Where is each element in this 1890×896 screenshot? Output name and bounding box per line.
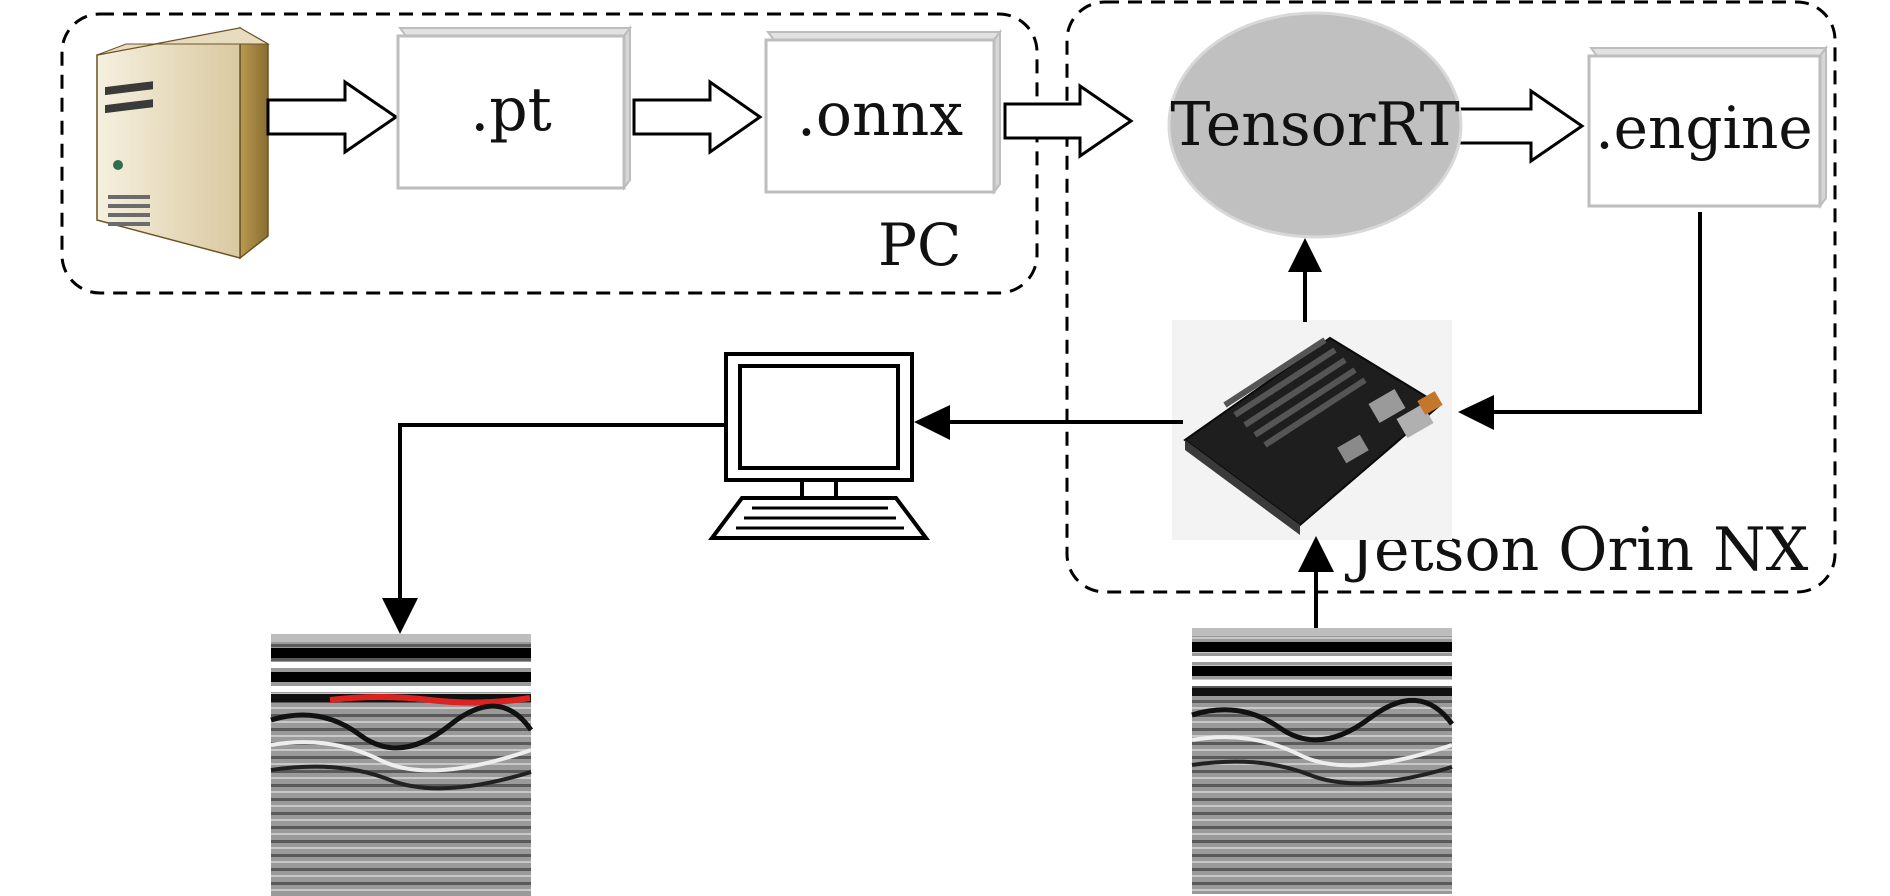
pc-group-frame xyxy=(60,12,1039,295)
engine-to-jetson-arrow xyxy=(1458,212,1702,430)
tensorrt-label: TensorRT xyxy=(1170,90,1459,160)
input-gpr-image xyxy=(1191,628,1455,894)
output-gpr-image xyxy=(270,634,534,896)
monitor-to-output-arrow xyxy=(382,423,726,634)
computer-icon xyxy=(708,352,930,540)
server-icon xyxy=(96,26,270,260)
engine-label: .engine xyxy=(1595,94,1812,162)
jetson-to-monitor-arrow xyxy=(914,405,1183,440)
engine-box: .engine xyxy=(1587,45,1828,209)
pt-box: .pt xyxy=(396,25,632,191)
jetson-board-icon xyxy=(1172,320,1452,540)
jetson-group-frame xyxy=(1065,0,1837,594)
onnx-box: .onnx xyxy=(764,29,1002,195)
input-to-jetson-arrow xyxy=(1298,536,1334,628)
pt-label: .pt xyxy=(470,75,552,145)
onnx-label: .onnx xyxy=(797,80,963,150)
onnx-to-tensorrt-arrow xyxy=(1003,83,1134,159)
pt-to-onnx-arrow xyxy=(632,79,763,155)
tensorrt-ellipse xyxy=(1167,11,1463,239)
server-to-pt-arrow xyxy=(266,79,399,155)
pc-group-label: PC xyxy=(878,211,961,279)
tensorrt-to-engine-arrow xyxy=(1457,88,1585,164)
